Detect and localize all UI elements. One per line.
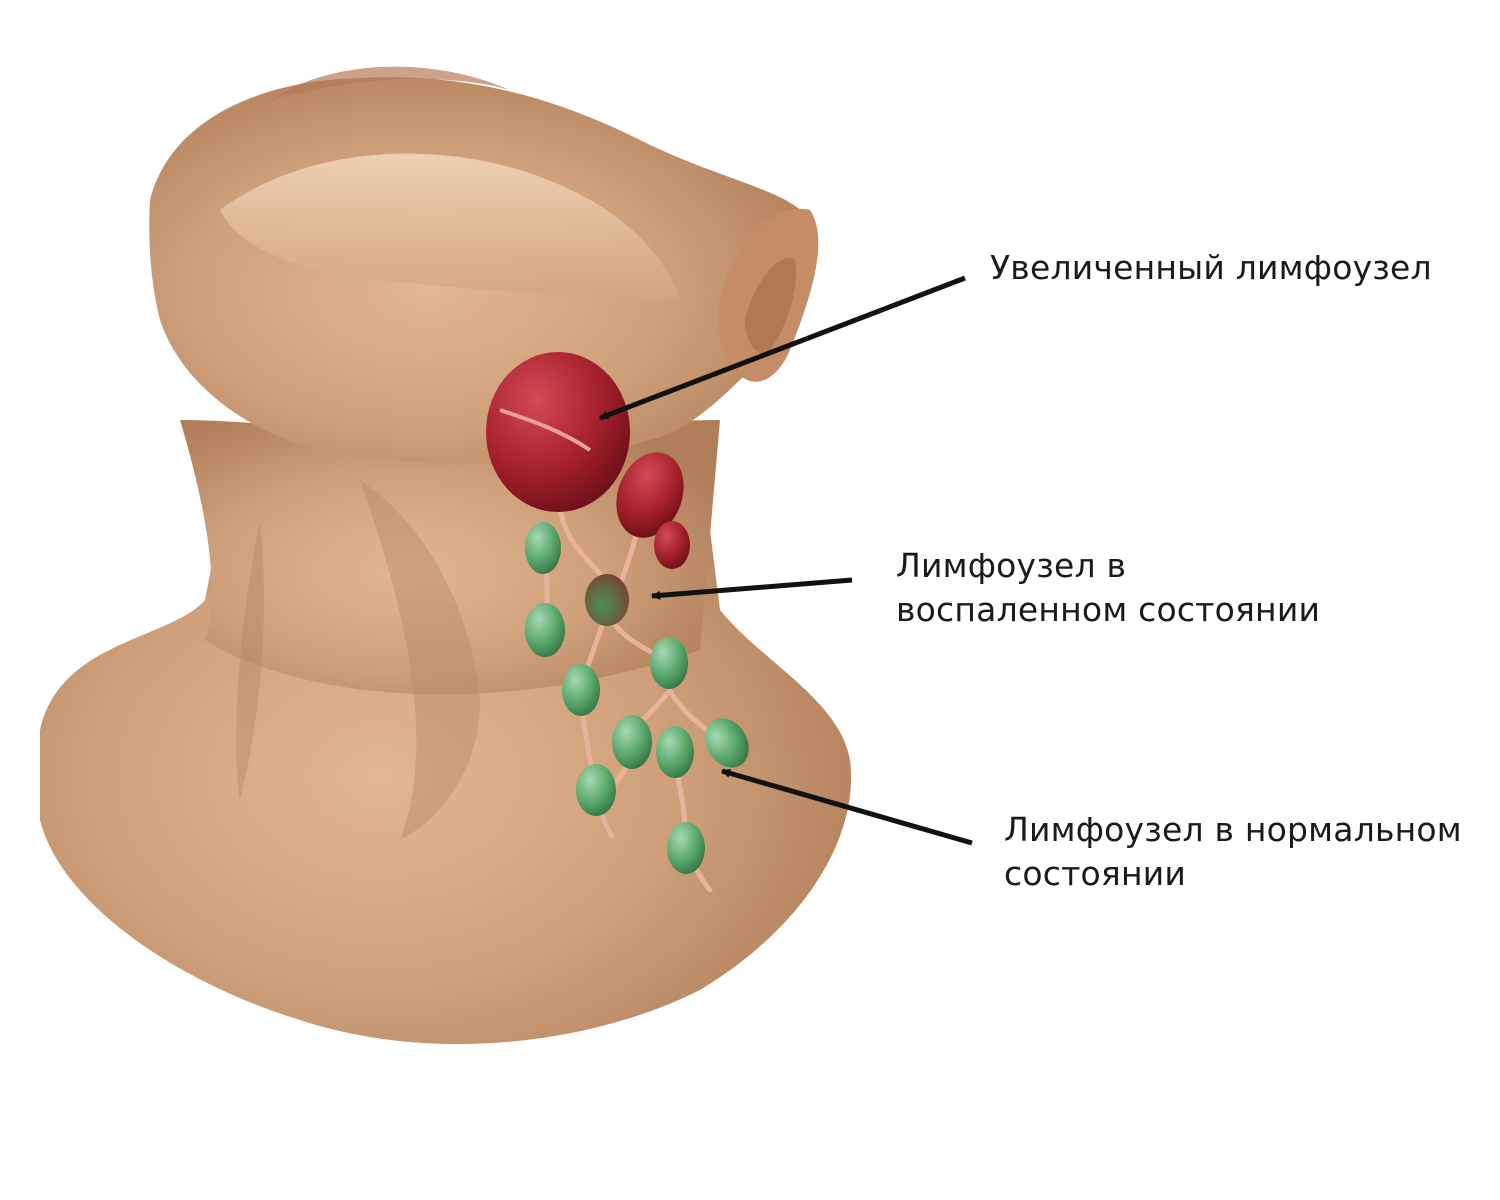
enlarged-node-vessel <box>499 408 592 452</box>
label-normal-line2: состоянии <box>1004 854 1187 893</box>
arrow-inflamed <box>651 577 853 600</box>
arrow-normal <box>721 768 973 846</box>
normal-lymph-node <box>667 822 705 874</box>
label-inflamed-line2: воспаленном состоянии <box>896 590 1321 629</box>
chin-underside <box>220 153 680 300</box>
normal-lymph-node <box>705 718 749 768</box>
throat-shading <box>236 520 264 800</box>
arrow-enlarged <box>599 275 966 421</box>
label-enlarged-node: Увеличенный лимфоузел <box>990 246 1432 290</box>
normal-lymph-node <box>576 764 616 816</box>
label-enlarged-line1: Увеличенный лимфоузел <box>990 248 1432 287</box>
label-normal-node: Лимфоузел в нормальном состоянии <box>1004 808 1462 896</box>
neck-muscle-shading <box>360 480 480 840</box>
ear-inner <box>745 258 796 354</box>
label-inflamed-node: Лимфоузел в воспаленном состоянии <box>896 544 1320 632</box>
label-inflamed-line1: Лимфоузел в <box>896 546 1127 585</box>
normal-lymph-node <box>656 726 694 778</box>
normal-lymph-node <box>562 664 600 716</box>
inflamed-lymph-node <box>654 521 690 569</box>
pointer-arrows <box>599 275 973 846</box>
normal-lymph-nodes <box>525 522 749 874</box>
lips-shape <box>270 66 510 100</box>
inflamed-lymph-node <box>585 574 629 626</box>
label-normal-line1: Лимфоузел в нормальном <box>1004 810 1462 849</box>
normal-lymph-node <box>525 522 561 574</box>
normal-lymph-node <box>650 637 688 689</box>
inflamed-lymph-node <box>616 452 684 538</box>
normal-lymph-node <box>612 715 652 769</box>
normal-lymph-node <box>525 603 565 657</box>
